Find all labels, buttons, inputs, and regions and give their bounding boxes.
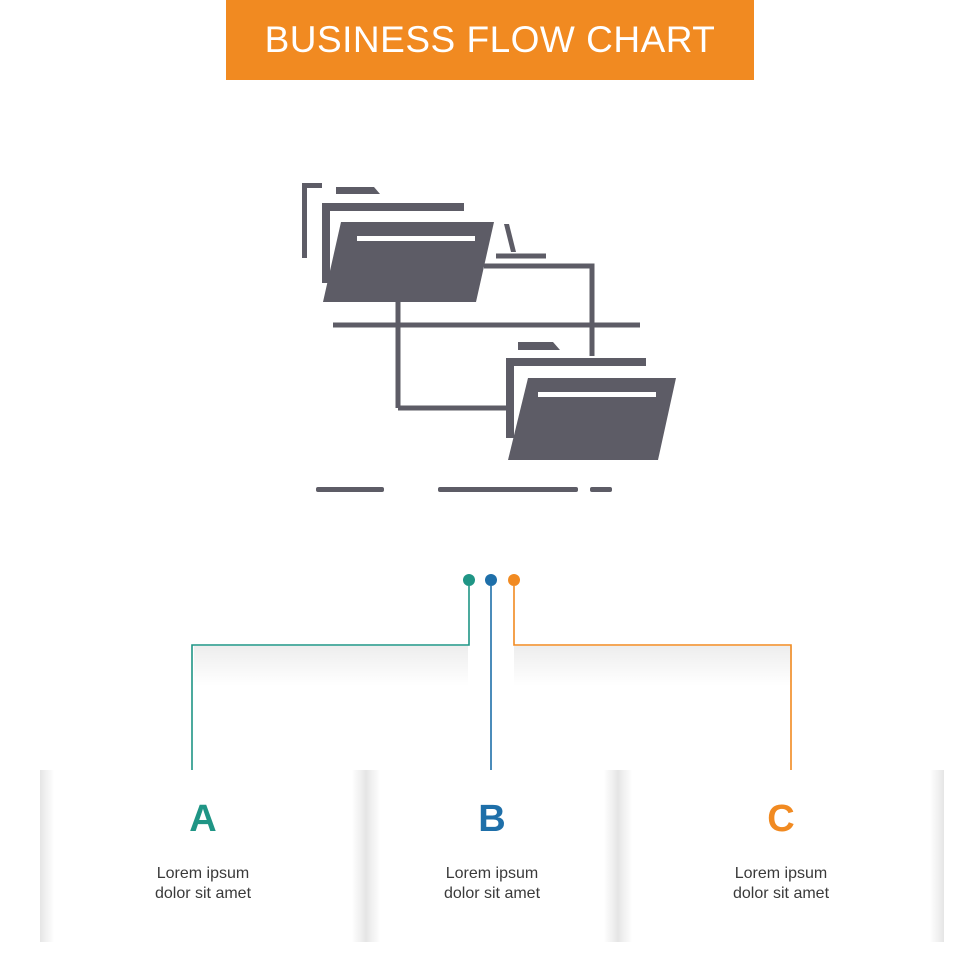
connector-a — [191, 586, 470, 781]
card-shadow — [930, 770, 944, 942]
step-card-c: C Lorem ipsum dolor sit amet — [632, 770, 930, 942]
step-text-b-line2: dolor sit amet — [443, 885, 541, 902]
card-shadow — [40, 770, 54, 942]
dot-c — [508, 574, 520, 586]
step-text-c-line1: Lorem ipsum — [734, 865, 828, 882]
dot-b — [485, 574, 497, 586]
step-card-b: B Lorem ipsum dolor sit amet — [380, 770, 604, 942]
step-text-a-line1: Lorem ipsum — [156, 865, 250, 882]
step-card-a: A Lorem ipsum dolor sit amet — [54, 770, 352, 942]
title-banner: BUSINESS FLOW CHART — [226, 0, 754, 80]
step-text-a: Lorem ipsum dolor sit amet — [54, 864, 352, 904]
dot-a — [463, 574, 475, 586]
card-shadow — [352, 770, 366, 942]
card-shadow — [604, 770, 618, 942]
card-shadow — [618, 770, 632, 942]
chart-title: BUSINESS FLOW CHART — [264, 19, 716, 60]
step-text-b-line1: Lorem ipsum — [445, 865, 539, 882]
step-text-a-line2: dolor sit amet — [154, 885, 252, 902]
step-letter-b: B — [478, 798, 506, 840]
card-shadow — [366, 770, 380, 942]
step-text-c-line2: dolor sit amet — [732, 885, 830, 902]
connector-c — [513, 586, 792, 781]
step-text-b: Lorem ipsum dolor sit amet — [380, 864, 604, 904]
step-letter-c: C — [767, 798, 795, 840]
step-letter-a: A — [189, 798, 217, 840]
step-text-c: Lorem ipsum dolor sit amet — [632, 864, 930, 904]
